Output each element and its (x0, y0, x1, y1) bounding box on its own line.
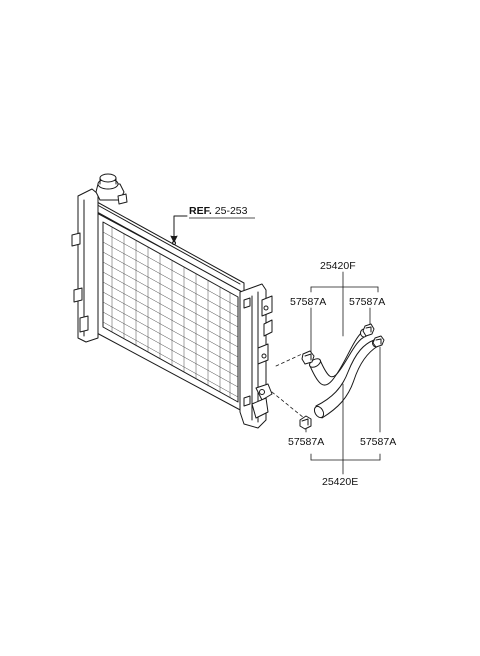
part-label-57587a-top-left: 57587A (290, 296, 326, 308)
radiator-assembly (71, 173, 273, 429)
upper-hose-25420f (309, 328, 368, 386)
part-label-25420e: 25420E (322, 476, 358, 488)
part-label-57587a-bottom-left: 57587A (288, 436, 324, 448)
ref-label: REF.25-253 (189, 205, 248, 217)
connection-dashed-lines (271, 353, 305, 419)
ref-leader-line (173, 215, 188, 241)
lower-hose-25420e (313, 338, 380, 419)
ref-leader-arrow (170, 235, 178, 243)
clip-top-left (301, 350, 315, 365)
part-label-57587a-bottom-right: 57587A (360, 436, 396, 448)
clip-bottom-right (372, 335, 385, 348)
radiator-core-fins (102, 226, 239, 399)
part-label-25420f: 25420F (320, 260, 356, 272)
clip-bottom-left (299, 415, 312, 430)
clip-top-right (362, 323, 375, 337)
part-label-57587a-top-right: 57587A (349, 296, 385, 308)
callout-lines (305, 271, 381, 475)
